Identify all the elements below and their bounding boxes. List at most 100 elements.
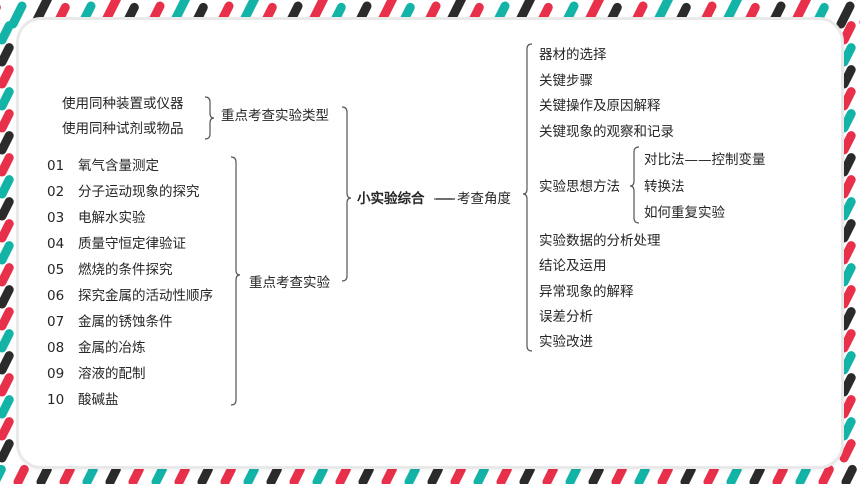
bg-stripe (542, 464, 558, 484)
bg-stripe (128, 464, 144, 484)
bg-stripe (0, 307, 14, 331)
bg-stripe (0, 219, 14, 243)
list-number: 08 (47, 340, 65, 356)
bg-stripe (839, 65, 856, 89)
list-item: 分子运动现象的探究 (78, 184, 200, 200)
list-item: 氧气含量测定 (78, 158, 159, 174)
bg-stripe (123, 2, 139, 25)
bg-stripe (772, 464, 788, 484)
bg-stripe (427, 464, 443, 484)
bg-stripe (652, 0, 673, 27)
bg-stripe (8, 1, 27, 29)
bg-stripe (839, 439, 856, 463)
bg-stripe (404, 464, 420, 484)
list-number: 05 (47, 262, 65, 278)
bg-stripe (473, 464, 489, 484)
bg-stripe (514, 0, 535, 27)
thinking-label: 实验思想方法 (539, 179, 620, 195)
list-number: 01 (47, 158, 65, 174)
bg-stripe (0, 131, 14, 155)
bg-stripe (0, 153, 14, 177)
list-number: 04 (47, 236, 65, 252)
bg-stripe (839, 285, 856, 309)
bg-stripe (839, 417, 856, 441)
bg-stripe (381, 464, 397, 484)
bg-stripe (0, 395, 14, 419)
angle-item: 实验数据的分析处理 (539, 233, 661, 249)
bg-stripe (839, 153, 856, 177)
content-card (19, 20, 841, 466)
bg-stripe (0, 241, 14, 265)
bg-stripe (450, 464, 466, 484)
type-item-2: 使用同种试剂或物品 (62, 121, 184, 137)
center-title: 小实验综合 (357, 191, 425, 207)
angle-item: 关键操作及原因解释 (539, 98, 661, 114)
bg-stripe (0, 65, 14, 89)
list-item: 金属的冶炼 (78, 340, 146, 356)
bg-stripe (588, 464, 604, 484)
bg-stripe (151, 464, 167, 484)
bg-stripe (307, 0, 328, 27)
bg-stripe (238, 0, 259, 27)
bg-stripe (0, 373, 14, 397)
bg-stripe (634, 464, 650, 484)
bg-stripe (289, 464, 305, 484)
bg-stripe (836, 1, 855, 29)
bg-stripe (839, 109, 856, 133)
bg-stripe (839, 241, 856, 265)
bg-stripe (611, 464, 627, 484)
bg-stripe (839, 175, 856, 199)
bg-stripe (197, 464, 213, 484)
list-item: 溶液的配制 (78, 366, 146, 382)
bg-stripe (266, 464, 282, 484)
list-number: 09 (47, 366, 65, 382)
bg-stripe (330, 2, 346, 25)
angle-item: 关键步骤 (539, 73, 593, 89)
type-group-label: 重点考查实验类型 (221, 108, 329, 124)
bg-stripe (0, 197, 14, 221)
bg-stripe (399, 2, 415, 25)
bg-stripe (59, 464, 75, 484)
bg-stripe (468, 2, 484, 25)
bg-stripe (744, 2, 760, 25)
bg-stripe (839, 197, 856, 221)
bg-stripe (82, 464, 98, 484)
bg-stripe (839, 351, 856, 375)
bg-stripe (0, 285, 14, 309)
bg-stripe (0, 21, 14, 45)
angle-item: 器材的选择 (539, 47, 607, 63)
bg-stripe (790, 0, 811, 27)
bg-stripe (100, 0, 121, 27)
bg-stripe (813, 2, 829, 25)
thinking-sub-item: 对比法——控制变量 (644, 152, 766, 168)
list-number: 06 (47, 288, 65, 304)
bg-stripe (0, 464, 6, 483)
bg-stripe (243, 464, 259, 484)
angle-item: 关键现象的观察和记录 (539, 124, 674, 140)
bg-stripe (0, 329, 14, 353)
bg-stripe (192, 2, 208, 25)
list-item: 金属的锈蚀条件 (78, 314, 173, 330)
bg-stripe (445, 0, 466, 27)
bg-stripe (0, 109, 14, 133)
bg-stripe (839, 43, 856, 67)
bg-stripe (680, 464, 696, 484)
bg-stripe (721, 0, 742, 27)
list-number: 03 (47, 210, 65, 226)
bg-stripe (537, 2, 553, 25)
list-item: 酸碱盐 (78, 392, 119, 408)
bg-stripe (376, 0, 397, 27)
bg-stripe (795, 464, 811, 484)
bg-stripe (749, 464, 765, 484)
type-item-1: 使用同种装置或仪器 (62, 96, 184, 112)
bg-stripe (358, 464, 374, 484)
bg-stripe (31, 0, 52, 27)
list-item: 燃烧的条件探究 (78, 262, 173, 278)
angle-item: 实验改进 (539, 334, 593, 350)
bg-stripe (675, 2, 691, 25)
center-angle: 考查角度 (457, 191, 511, 207)
bg-stripe (54, 2, 70, 25)
thinking-sub-item: 如何重复实验 (644, 205, 725, 221)
bg-stripe (0, 439, 14, 463)
